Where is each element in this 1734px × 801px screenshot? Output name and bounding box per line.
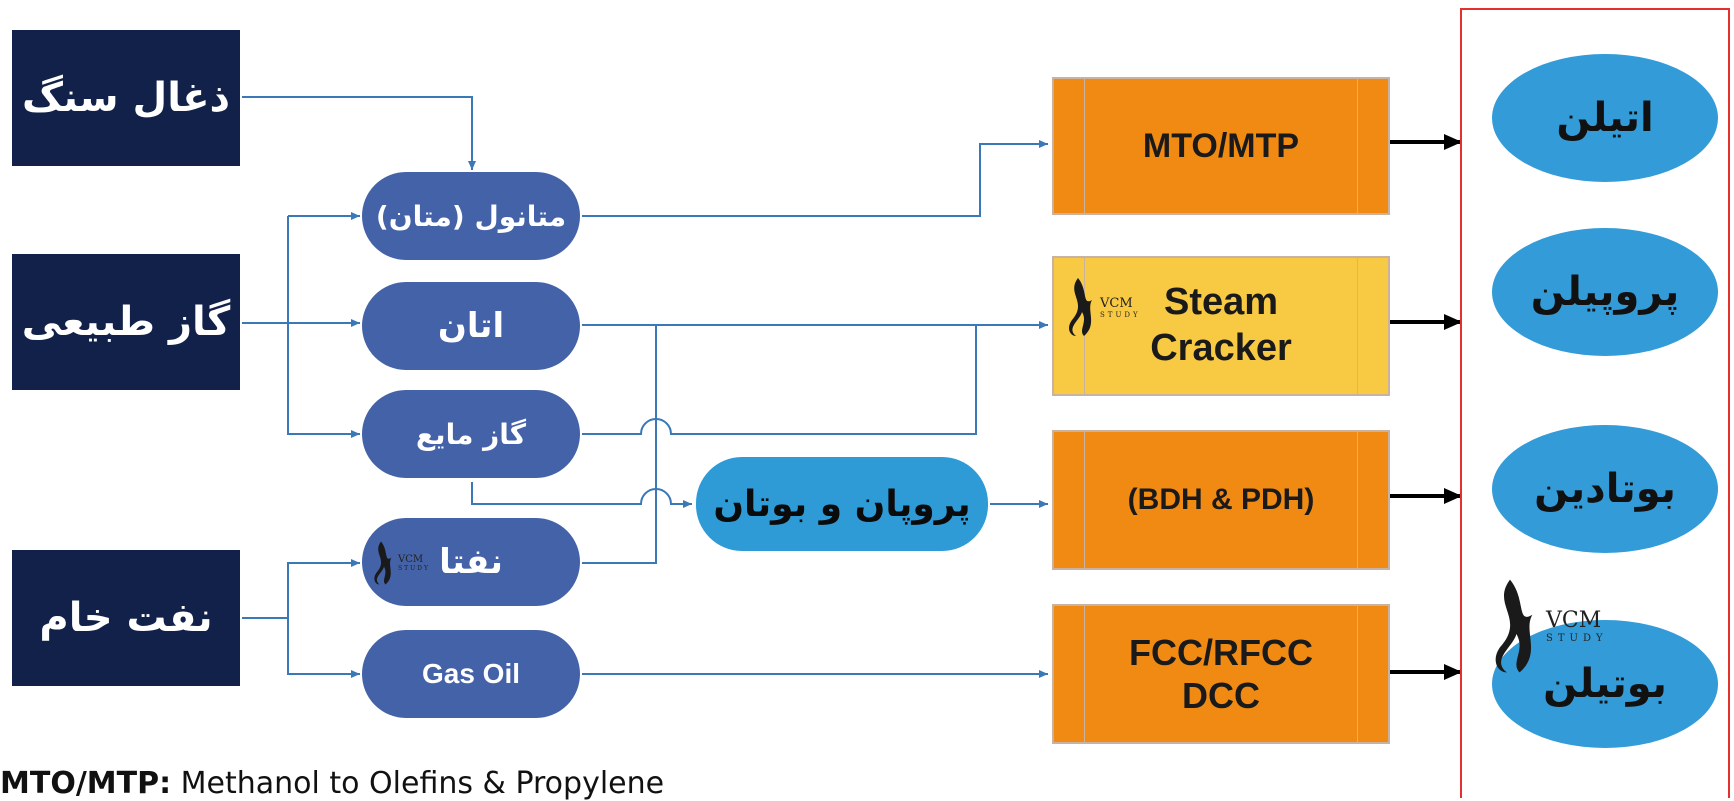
- process-mto-mtp: MTO/MTP: [1052, 77, 1390, 215]
- footnote-term: MTO/MTP:: [0, 766, 172, 801]
- source-coal: ذغال سنگ: [10, 28, 242, 168]
- process-border-line: [1357, 606, 1358, 742]
- source-crude-oil: نفت خام: [10, 548, 242, 688]
- process-fcc-rfcc-dcc: FCC/RFCC DCC: [1052, 604, 1390, 744]
- lpg-to-steam-connector: [580, 325, 977, 435]
- process-border-line: [1084, 79, 1085, 213]
- process-fcc-label-line2: DCC: [1182, 675, 1260, 716]
- process-steam-label-line1: Steam: [1163, 281, 1279, 324]
- intermediate-lpg: گاز مایع: [360, 388, 582, 480]
- process-border-line: [1357, 258, 1358, 394]
- process-border-line: [1357, 432, 1358, 568]
- product-butylene: بوتیلن: [1492, 620, 1718, 748]
- process-border-line: [1084, 432, 1085, 568]
- intermediate-methanol: متانول (متان): [360, 170, 582, 262]
- product-ethylene: اتیلن: [1492, 54, 1718, 182]
- gas-to-lpg-connector: [287, 323, 360, 438]
- process-fcc-label-line1: FCC/RFCC: [1129, 631, 1313, 673]
- methanol-to-mto-connector: [580, 140, 1048, 217]
- product-propylene: پروپیلن: [1492, 228, 1718, 356]
- process-bdh-pdh: (BDH & PDH): [1052, 430, 1390, 570]
- intermediate-gas-oil: Gas Oil: [360, 628, 582, 720]
- intermediate-propane-butane: پروپان و بوتان: [696, 457, 988, 551]
- intermediate-naphtha: نفتا: [360, 516, 582, 608]
- intermediate-ethane: اتان: [360, 280, 582, 372]
- process-border-line: [1084, 258, 1085, 394]
- crude-to-naphtha-connector: [240, 559, 360, 619]
- footnote: MTO/MTP: Methanol to Olefins & Propylene: [0, 766, 664, 801]
- crude-to-gasoil-connector: [287, 618, 360, 678]
- product-butadiene: بوتادین: [1492, 425, 1718, 553]
- naphtha-to-steam-connector: [580, 325, 657, 564]
- process-border-line: [1084, 606, 1085, 742]
- source-natural-gas: گاز طبیعی: [10, 252, 242, 392]
- process-steam-cracker: Steam Cracker: [1052, 256, 1390, 396]
- gas-to-intermediates-connector: [240, 216, 289, 324]
- products-output-box: [1460, 8, 1730, 798]
- process-bdh-label: (BDH & PDH): [1127, 483, 1315, 516]
- footnote-definition: Methanol to Olefins & Propylene: [180, 766, 665, 801]
- lpg-to-propane-butane-connector: [471, 482, 692, 508]
- process-border-line: [1357, 79, 1358, 213]
- process-mto-label: MTO/MTP: [1142, 126, 1300, 165]
- coal-to-methanol-connector: [240, 96, 476, 170]
- process-steam-label-line2: Cracker: [1150, 327, 1292, 369]
